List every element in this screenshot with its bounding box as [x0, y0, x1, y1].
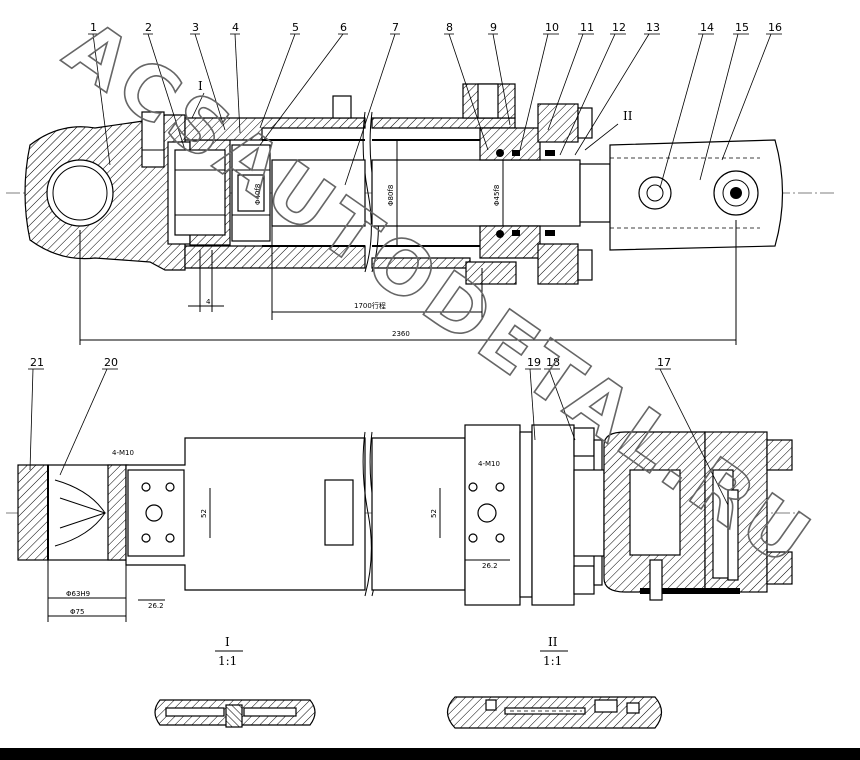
- leader-17: [659, 368, 729, 506]
- detail-2-scale: 1:1: [543, 654, 562, 668]
- leader-16: [721, 33, 772, 161]
- detail-1-scale: 1:1: [218, 654, 237, 668]
- dim-rod-inner: Φ40f8: [254, 184, 262, 205]
- leader-3: [194, 33, 226, 131]
- callout-20: 20: [104, 356, 118, 369]
- leader-10: [519, 33, 549, 151]
- gland-flange-part-19: [531, 424, 575, 606]
- bottom-dimensions: Φ63H9 Φ75 4-M10 4-M10 26.2 26.2 52 52: [66, 449, 500, 616]
- leader-1: [92, 33, 111, 166]
- leader-4: [234, 33, 241, 134]
- detail-views: [154, 650, 663, 729]
- leader-14: [659, 33, 704, 189]
- dim-flange-left: 52: [200, 509, 208, 518]
- dim-bore: Φ80f8: [387, 185, 395, 206]
- callout-16: 16: [768, 21, 782, 34]
- callout-5: 5: [292, 21, 299, 34]
- leader-13: [574, 33, 650, 156]
- callout-12: 12: [612, 21, 626, 34]
- detail-marker-2: II: [623, 109, 633, 123]
- callout-4: 4: [232, 21, 239, 34]
- callout-8: 8: [446, 21, 453, 34]
- dim-eye-2: Φ75: [70, 608, 84, 616]
- leader-15: [699, 33, 739, 181]
- top-dimensions: 4 1700行程 2360 Φ80f8 Φ45f8 Φ40f8: [206, 184, 501, 338]
- leader-18: [548, 368, 576, 441]
- callout-17: 17: [657, 356, 671, 369]
- callout-13: 13: [646, 21, 660, 34]
- dim-stroke-gap: 4: [206, 298, 211, 306]
- barrel-wall-top-right: [371, 117, 516, 129]
- callout-18: 18: [546, 356, 560, 369]
- leader-12: [559, 33, 616, 156]
- callout-14: 14: [700, 21, 714, 34]
- detail-1-title: I: [225, 635, 230, 649]
- rod-end-clevis: [609, 139, 784, 251]
- callout-11: 11: [580, 21, 594, 34]
- callout-9: 9: [490, 21, 497, 34]
- eye-bushing-part-21: [17, 464, 49, 561]
- callout-7: 7: [392, 21, 399, 34]
- barrel-wall-top: [184, 117, 366, 141]
- dim-side-right: 26.2: [482, 562, 498, 570]
- leader-8: [448, 33, 489, 151]
- detail-marker-1: I: [198, 79, 203, 93]
- dim-port-right: 4-M10: [478, 460, 500, 468]
- external-view: [6, 424, 800, 622]
- callout-2: 2: [145, 21, 152, 34]
- dim-port-left: 4-M10: [112, 449, 134, 457]
- piston-nut-part-2: [174, 149, 226, 236]
- leader-2: [147, 33, 186, 151]
- callout-15: 15: [735, 21, 749, 34]
- leader-9: [492, 33, 511, 126]
- leader-5: [259, 33, 296, 129]
- leader-11: [547, 33, 584, 131]
- callout-3: 3: [192, 21, 199, 34]
- leader-21: [29, 368, 34, 471]
- leader-7: [344, 33, 396, 186]
- bottom-border-bar: [0, 748, 860, 760]
- dim-travel: 1700行程: [354, 301, 386, 310]
- detail-2-title: II: [548, 635, 558, 649]
- leader-20: [59, 368, 108, 476]
- dim-side-left: 26.2: [148, 602, 164, 610]
- callout-19: 19: [527, 356, 541, 369]
- grease-fitting-part-14: [638, 176, 672, 210]
- dim-eye-1: Φ63H9: [66, 590, 90, 598]
- dim-overall: 2360: [392, 330, 410, 338]
- eye-bore: [46, 159, 114, 227]
- dim-flange-right: 52: [430, 509, 438, 518]
- leader-19: [529, 368, 536, 441]
- callout-10: 10: [545, 21, 559, 34]
- callout-6: 6: [340, 21, 347, 34]
- detail-labels: I 1:1 II 1:1: [218, 635, 562, 668]
- dim-rod: Φ45f8: [493, 185, 501, 206]
- callout-21: 21: [30, 356, 44, 369]
- sectional-view: [6, 83, 836, 345]
- pin-part-17: [727, 489, 739, 581]
- callout-1: 1: [90, 21, 97, 34]
- leader-6: [259, 33, 344, 146]
